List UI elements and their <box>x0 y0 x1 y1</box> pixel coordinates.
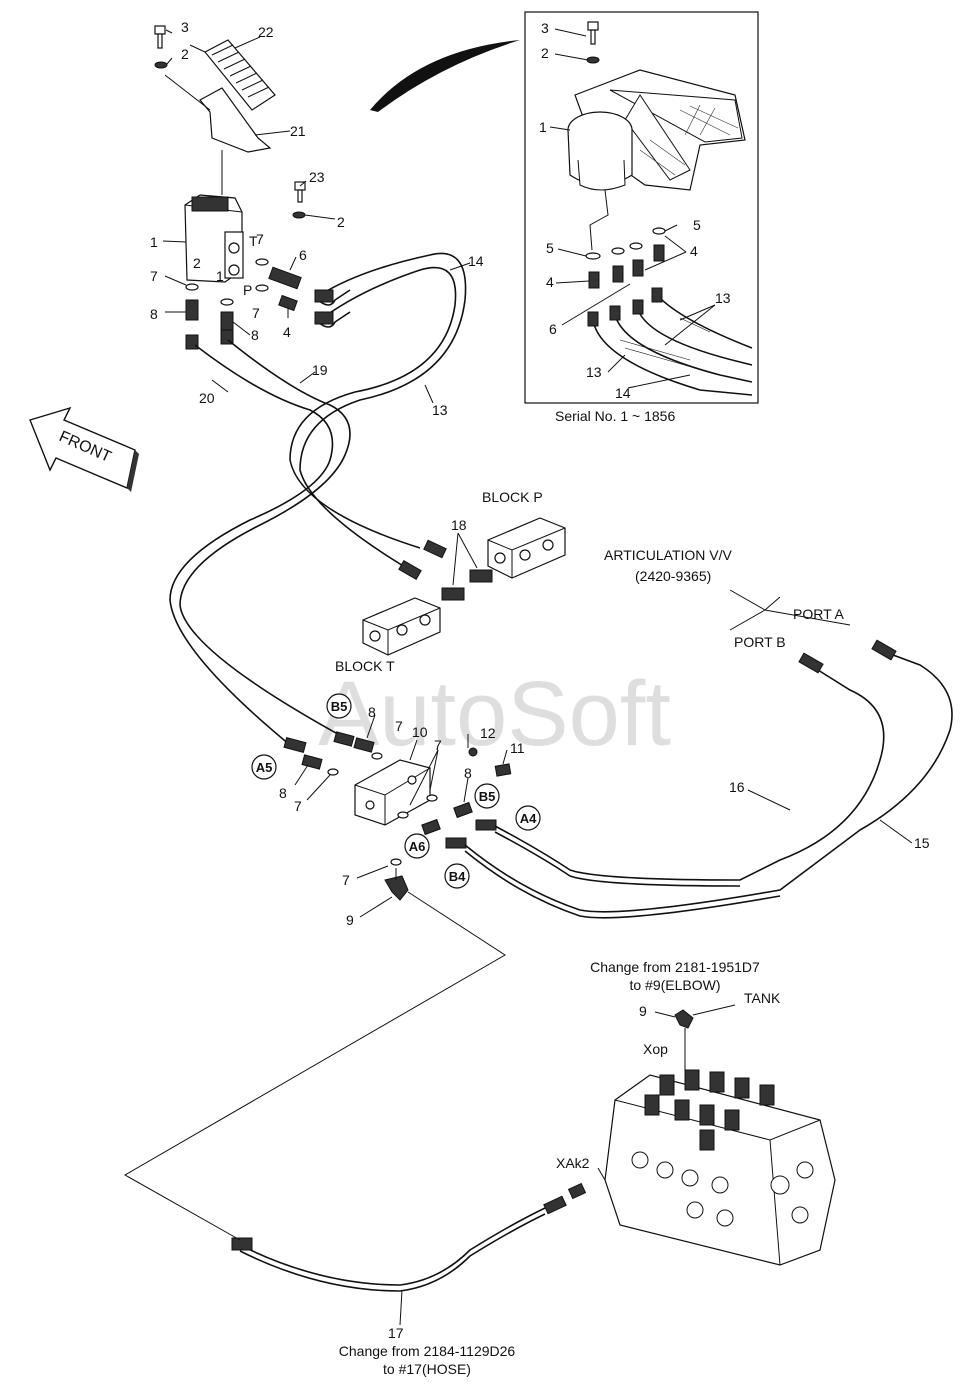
inset-frame <box>524 11 759 404</box>
callout: 10 <box>412 724 428 740</box>
watermark: AutoSoft <box>318 663 671 765</box>
callout: 12 <box>480 725 496 741</box>
inset-callout: 1 <box>539 119 547 135</box>
inset-callout: 2 <box>541 45 549 61</box>
pedal-group <box>154 25 276 195</box>
articulation-part-no: (2420-9365) <box>635 568 711 584</box>
xak2-label: XAk2 <box>556 1155 590 1171</box>
inset-callout: 13 <box>715 290 731 306</box>
tee-fitting-icon <box>441 587 465 601</box>
callout: 8 <box>464 765 472 781</box>
callout: 2 <box>337 214 345 230</box>
inset-pointer-arrow <box>370 40 520 112</box>
hose-note-line1: Change from 2184-1129D26 <box>339 1343 516 1359</box>
callout: 23 <box>309 169 325 185</box>
callout: 22 <box>258 24 274 40</box>
callout: 7 <box>252 305 260 321</box>
callout: 8 <box>279 785 287 801</box>
callout: 15 <box>914 835 930 851</box>
callout: 1 <box>150 234 158 250</box>
callout: 2 <box>193 255 201 271</box>
control-valve-icon <box>604 1069 836 1266</box>
callout: 13 <box>432 402 448 418</box>
callout: 7 <box>434 737 442 753</box>
callout: 1 <box>216 268 224 284</box>
callout: 3 <box>181 19 189 35</box>
inset-callout: 4 <box>690 243 698 259</box>
port-badge: A6 <box>409 839 426 854</box>
pedal-bracket-icon <box>199 87 272 153</box>
port-badge: B5 <box>479 789 496 804</box>
pilot-valve-icon <box>184 194 244 283</box>
block-t-label: BLOCK T <box>335 658 395 674</box>
manifold-block-icon <box>354 759 431 826</box>
callout: 18 <box>451 517 467 533</box>
callout: 4 <box>283 324 291 340</box>
block-t-icon <box>362 597 441 656</box>
xop-label: Xop <box>643 1041 668 1057</box>
tank-label: TANK <box>744 990 781 1006</box>
inset-callout: 5 <box>693 217 701 233</box>
inset-callout: 5 <box>546 240 554 256</box>
tee-fitting-icon <box>469 569 493 583</box>
port-badge: B5 <box>331 699 348 714</box>
callout: 21 <box>290 123 306 139</box>
part-callouts: 3 2 22 21 23 2 1 T 7 6 7 2 1 P 8 7 4 8 1… <box>150 19 930 1341</box>
inset-caption: Serial No. 1 ~ 1856 <box>555 408 675 424</box>
elbow-fitting-icon <box>384 875 409 901</box>
callout: 6 <box>299 247 307 263</box>
callout: 9 <box>639 1003 647 1019</box>
port-a-label: PORT A <box>793 606 845 622</box>
front-arrow-icon: FRONT <box>29 406 139 492</box>
inset-callout: 6 <box>549 321 557 337</box>
callout: 11 <box>510 740 525 756</box>
port-label: P <box>243 282 252 298</box>
callout: 14 <box>468 253 484 269</box>
pilot-hoses <box>169 252 467 754</box>
callout: 20 <box>199 390 215 406</box>
circled-ports: B5 A5 B5 A4 A6 B4 <box>251 693 541 889</box>
inset-detail: 3 2 1 5 5 4 4 6 13 13 14 <box>524 11 759 404</box>
block-p-label: BLOCK P <box>482 489 543 505</box>
port-b-label: PORT B <box>734 634 786 650</box>
callout: 8 <box>251 327 259 343</box>
callout: 7 <box>342 872 350 888</box>
port-label: T <box>249 233 258 249</box>
hose-17 <box>231 1182 587 1292</box>
callout: 2 <box>181 46 189 62</box>
articulation-title: ARTICULATION V/V <box>604 547 733 563</box>
port-badge: A4 <box>520 811 537 826</box>
valve-fittings <box>185 258 302 350</box>
callout: 7 <box>150 268 158 284</box>
callout: 7 <box>294 798 302 814</box>
callout: 9 <box>346 912 354 928</box>
callout: 17 <box>388 1325 404 1341</box>
callout: 7 <box>395 718 403 734</box>
port-badge: A5 <box>256 760 273 775</box>
port-badge: B4 <box>449 869 466 884</box>
callout: 8 <box>150 306 158 322</box>
hose-note-line2: to #17(HOSE) <box>383 1361 471 1377</box>
callout: 8 <box>368 704 376 720</box>
callout: 19 <box>312 362 328 378</box>
callout: 16 <box>729 779 745 795</box>
inset-callout: 13 <box>586 364 602 380</box>
tank-elbow-icon <box>674 1009 694 1029</box>
articulation-hoses <box>464 639 953 919</box>
callout: 7 <box>256 231 264 247</box>
elbow-note-line1: Change from 2181-1951D7 <box>590 959 760 975</box>
block-p-icon <box>487 517 566 579</box>
inset-callout: 4 <box>546 274 554 290</box>
inset-callout: 3 <box>541 20 549 36</box>
inset-callout: 14 <box>615 385 631 401</box>
elbow-note-line2: to #9(ELBOW) <box>629 977 720 993</box>
